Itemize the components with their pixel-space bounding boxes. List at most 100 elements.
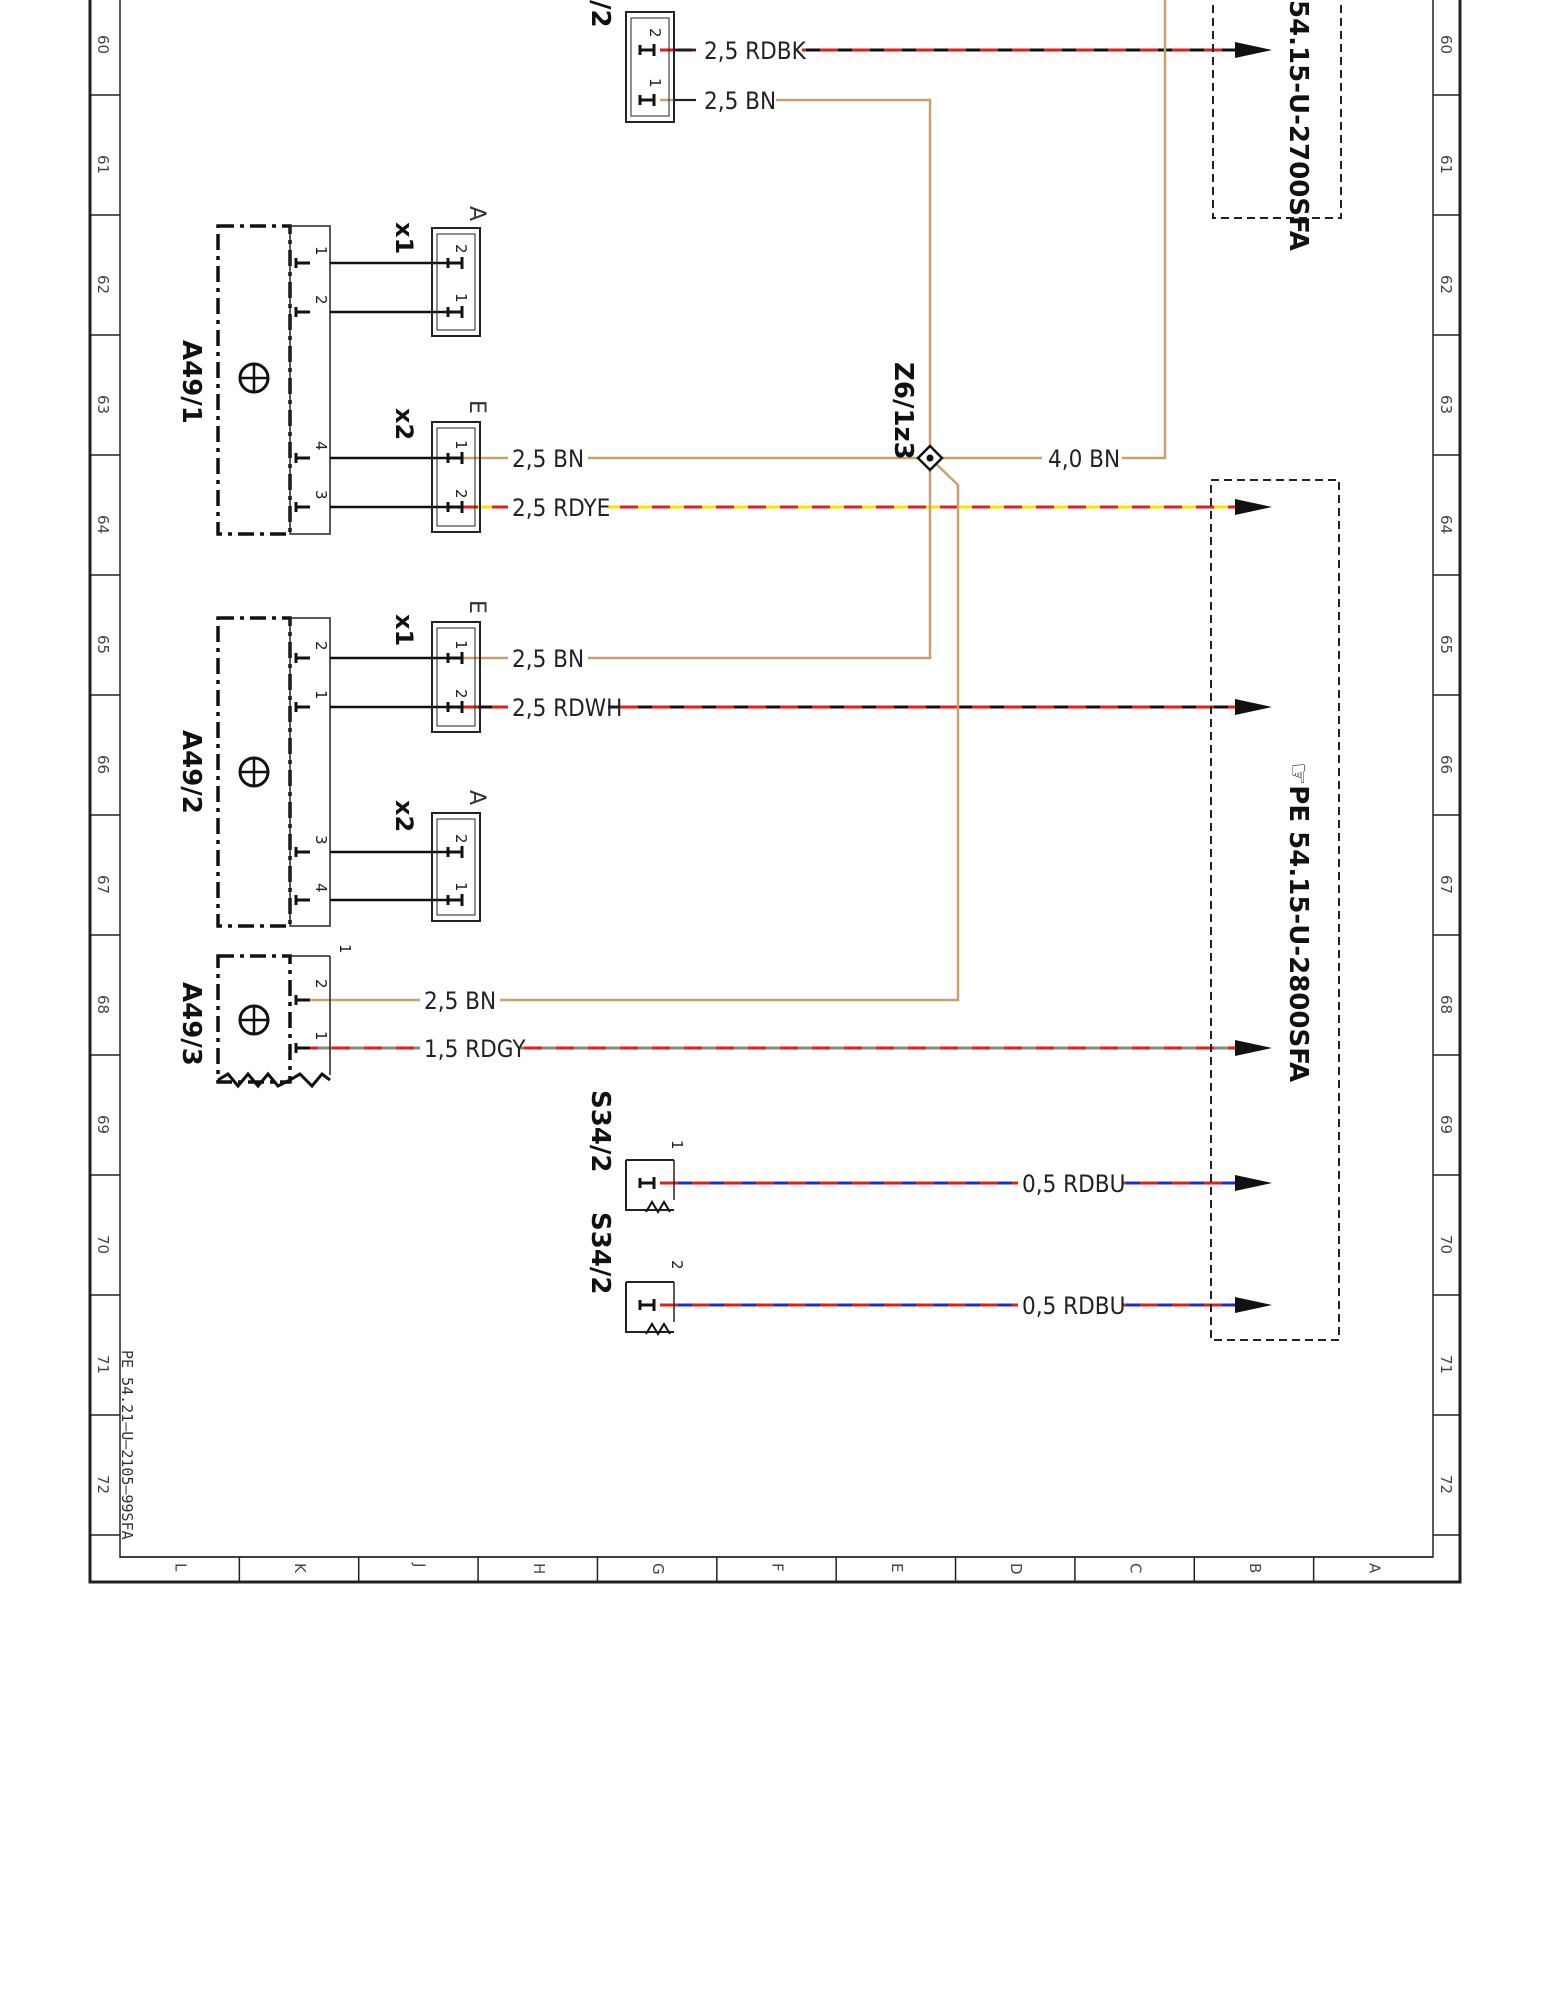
grid-row-number: 61 — [1437, 155, 1455, 174]
grid-column-letter: G — [649, 1563, 667, 1575]
grid-row-number: 72 — [1437, 1475, 1455, 1494]
reference-bottom-label: ☞PE 54.15-U-2800SFA — [1283, 762, 1313, 1082]
pin-label: 2 — [312, 641, 330, 651]
pin-label: 2 — [668, 1260, 686, 1270]
grid-row-number: 70 — [94, 1235, 112, 1254]
grid-row-number: 71 — [1437, 1355, 1455, 1374]
grid-row-number: 68 — [1437, 995, 1455, 1014]
wire-label: 2,5 RDWH — [512, 694, 622, 722]
wire-label: 0,5 RDBU — [1022, 1170, 1125, 1198]
grid-row-number: 64 — [94, 515, 112, 534]
grid-column-letter: B — [1246, 1563, 1264, 1573]
connector-a49-2-x1 — [431, 621, 481, 733]
top-component-label: /2 — [585, 0, 615, 28]
grid-row-number: 62 — [1437, 275, 1455, 294]
arrowhead — [1235, 1040, 1272, 1056]
grid-row-number: 64 — [1437, 515, 1455, 534]
wire-bn-a49-2 — [460, 458, 932, 660]
grid-row-number: 71 — [94, 1355, 112, 1374]
wire-label: 2,5 RDYE — [512, 494, 610, 522]
connector-letter: E — [464, 600, 489, 614]
a49-2-x1-label: x1 — [390, 614, 418, 646]
arrowhead — [1235, 699, 1272, 715]
grid-row-number: 63 — [1437, 395, 1455, 414]
grid-row-number: 60 — [1437, 35, 1455, 54]
arrowhead — [1235, 499, 1272, 515]
pin-label: 1 — [452, 640, 470, 650]
grid-column-letter: E — [888, 1563, 906, 1572]
component-a49-1 — [216, 224, 448, 536]
pin-label: 1 — [312, 690, 330, 700]
arrowhead — [1235, 1175, 1272, 1191]
footer-reference: PE 54.21–U–2105–99SFA — [118, 1350, 136, 1540]
pin-label: 3 — [312, 835, 330, 845]
wires — [300, 0, 1240, 1307]
sheet-frame — [88, 0, 1462, 1584]
wire-label: 2,5 RDBK — [704, 37, 807, 65]
grid-row-number: 66 — [94, 755, 112, 774]
top-connector — [625, 11, 700, 123]
connector-letter: A — [464, 206, 489, 221]
a49-1-x2-label: x2 — [390, 408, 418, 440]
grid-row-number: 65 — [1437, 635, 1455, 654]
pin-label: 2 — [312, 295, 330, 305]
pin-label: 1 — [312, 246, 330, 256]
grid-column-letter: L — [172, 1563, 190, 1572]
grid-column-letter: H — [530, 1563, 548, 1574]
pin-label: 2 — [452, 244, 470, 254]
grid-row-number: 62 — [94, 275, 112, 294]
pin-label: 3 — [312, 490, 330, 500]
grid-row-number: 67 — [1437, 875, 1455, 894]
pin-label: 1 — [336, 944, 354, 954]
wire-labels: 2,5 RDBK 2,5 BN 2,5 BN 4,0 BN 2,5 RDYE 2… — [420, 36, 1125, 1320]
pin-label: 2 — [452, 834, 470, 844]
grid-column-letter: K — [291, 1563, 309, 1574]
pin-label: 1 — [452, 440, 470, 450]
splice-label: Z6/1z3 — [888, 362, 918, 460]
a49-3-label: A49/3 — [176, 982, 206, 1066]
arrowhead — [1235, 42, 1272, 58]
grid-row-number: 69 — [1437, 1115, 1455, 1134]
wire-label: 1,5 RDGY — [424, 1035, 526, 1063]
pin-label: 1 — [312, 1031, 330, 1041]
connector-a49-1-x2 — [431, 421, 481, 533]
connector-letter: E — [464, 400, 489, 414]
wire-bn-a49-3 — [300, 457, 960, 1002]
component-s34-2-a — [625, 1159, 675, 1214]
grid-column-letter: C — [1127, 1563, 1145, 1573]
reference-top-label: 54.15-U-2700SFA — [1283, 0, 1313, 251]
splice-z6-1z3 — [916, 444, 944, 472]
s34-2-b-label: S34/2 — [585, 1212, 615, 1295]
pin-label: 4 — [312, 883, 330, 893]
pin-label: 1 — [668, 1140, 686, 1150]
pin-label: 2 — [312, 979, 330, 989]
grid-column-letter: A — [1365, 1563, 1383, 1574]
pin-label: 1 — [452, 293, 470, 303]
reference-box-bottom — [1210, 479, 1340, 1341]
wire-label: 0,5 RDBU — [1022, 1292, 1125, 1320]
pin-label: 1 — [646, 78, 664, 88]
grid-row-number: 63 — [94, 395, 112, 414]
pin-label: 1 — [452, 882, 470, 892]
grid-row-number: 67 — [94, 875, 112, 894]
grid-row-number: 68 — [94, 995, 112, 1014]
component-a49-3 — [216, 954, 331, 1089]
wire-bn-4-0 — [930, 0, 1167, 460]
grid-column-letter: F — [769, 1563, 787, 1572]
arrowhead — [1235, 1297, 1272, 1313]
grid-row-number: 66 — [1437, 755, 1455, 774]
connector-a49-2-x2 — [431, 812, 481, 922]
a49-1-label: A49/1 — [176, 340, 206, 424]
wire-label: 2,5 BN — [704, 87, 776, 115]
wire-label: 2,5 BN — [424, 987, 496, 1015]
s34-2-a-label: S34/2 — [585, 1090, 615, 1173]
grid-row-number: 69 — [94, 1115, 112, 1134]
arrowheads — [1235, 42, 1272, 1313]
a49-1-x1-label: x1 — [390, 222, 418, 254]
grid-column-letter: J — [410, 1562, 428, 1567]
reference-box-top — [1212, 0, 1342, 219]
component-s34-2-b — [625, 1281, 675, 1336]
